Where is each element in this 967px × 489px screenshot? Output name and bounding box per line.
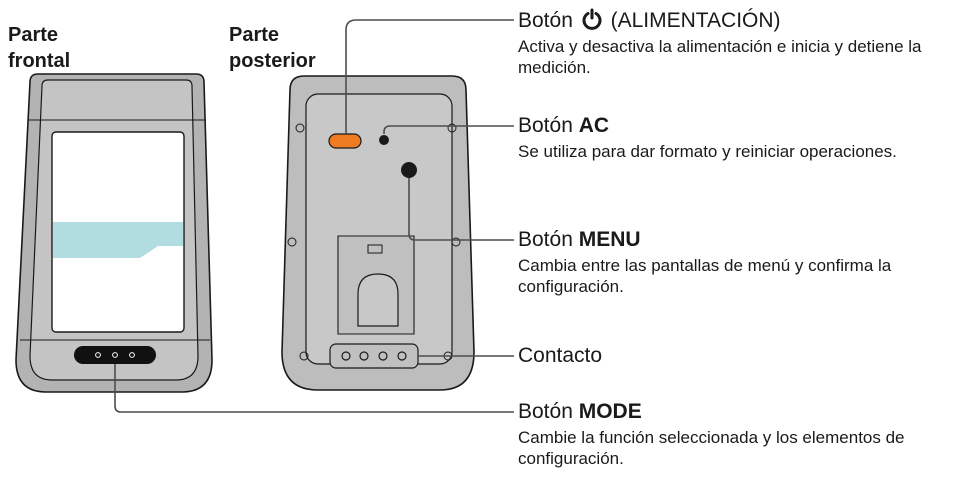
back-bracket-slot xyxy=(357,273,399,327)
ac-label-prefix: Botón xyxy=(518,114,573,137)
menu-label: Botón MENU Cambia entre las pantallas de… xyxy=(518,228,967,297)
back-screw-mid-left xyxy=(287,237,297,247)
front-heading-line-1: Parte xyxy=(8,24,59,46)
leader-power xyxy=(345,19,514,134)
contact-panel xyxy=(329,343,419,369)
power-label-description: Activa y desactiva la alimentación e ini… xyxy=(518,37,922,77)
menu-label-title: Botón MENU xyxy=(518,228,967,252)
ac-button xyxy=(379,135,389,145)
back-device xyxy=(281,75,475,391)
mode-label-description: Cambie la función seleccionada y los ele… xyxy=(518,428,905,468)
leader-mode xyxy=(114,364,514,413)
back-screw-mid-right xyxy=(451,237,461,247)
mode-label-prefix: Botón xyxy=(518,400,573,423)
menu-label-name: MENU xyxy=(578,228,641,251)
contact-label-name: Contacto xyxy=(518,344,603,367)
menu-label-prefix: Botón xyxy=(518,228,573,251)
front-heading: Parte frontal xyxy=(8,22,70,74)
mode-button xyxy=(74,346,156,364)
ac-label-description: Se utiliza para dar formato y reiniciar … xyxy=(518,142,897,161)
contact-label: Contacto xyxy=(518,344,967,368)
leader-menu xyxy=(408,178,514,241)
back-heading: Parte posterior xyxy=(229,22,316,74)
power-label-title: Botón (ALIMENTACIÓN) xyxy=(518,8,967,33)
back-heading-line-1: Parte xyxy=(229,24,280,46)
leader-lines xyxy=(114,19,514,413)
leader-ac xyxy=(383,125,514,134)
front-heading-line-2: frontal xyxy=(8,50,71,72)
back-screw-bottom-left xyxy=(299,351,309,361)
mode-label-name: MODE xyxy=(578,400,642,423)
menu-button xyxy=(401,162,417,178)
mode-label: Botón MODE Cambie la función seleccionad… xyxy=(518,400,967,469)
power-icon xyxy=(582,8,602,30)
power-label-prefix: Botón xyxy=(518,9,573,32)
ac-label: Botón AC Se utiliza para dar formato y r… xyxy=(518,114,967,162)
back-screw-top-right xyxy=(447,123,457,133)
back-screw-top-left xyxy=(295,123,305,133)
ac-label-title: Botón AC xyxy=(518,114,967,138)
mode-label-title: Botón MODE xyxy=(518,400,967,424)
power-button xyxy=(328,133,362,149)
back-heading-line-2: posterior xyxy=(229,50,316,72)
front-screen-band xyxy=(53,222,183,258)
menu-label-description: Cambia entre las pantallas de menú y con… xyxy=(518,256,892,296)
power-label-name: (ALIMENTACIÓN) xyxy=(610,9,781,32)
ac-label-name: AC xyxy=(578,114,610,137)
front-device xyxy=(15,73,213,393)
power-label: Botón (ALIMENTACIÓN) Activa y desactiva … xyxy=(518,8,967,78)
